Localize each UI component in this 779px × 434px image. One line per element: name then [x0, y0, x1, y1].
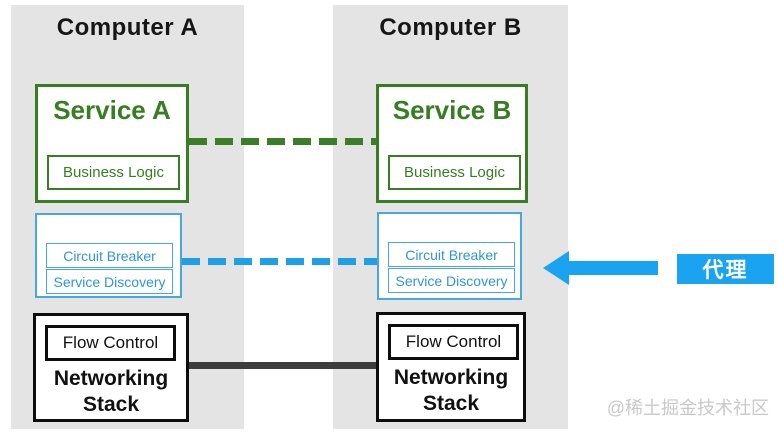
- proxy-label: 代理: [677, 254, 774, 284]
- proxy-arrow: [566, 261, 658, 275]
- networking-stack-b-box: Flow Control Networking Stack: [376, 312, 526, 422]
- service-dashed-connector: [189, 138, 376, 145]
- computer-b-title: Computer B: [379, 14, 522, 41]
- networking-stack-a-title: Networking Stack: [53, 367, 169, 416]
- service-discovery-box-b: Service Discovery: [388, 268, 515, 293]
- service-a-box: Service A Business Logic: [35, 84, 189, 203]
- network-solid-connector: [189, 362, 376, 369]
- sidecar-b-box: Circuit Breaker Service Discovery: [377, 212, 522, 300]
- circuit-breaker-box-a: Circuit Breaker: [46, 243, 173, 268]
- service-b-title: Service B: [392, 95, 512, 125]
- computer-a-title: Computer A: [56, 14, 199, 41]
- circuit-breaker-box-b: Circuit Breaker: [388, 242, 515, 267]
- business-logic-box-b: Business Logic: [388, 155, 521, 190]
- service-discovery-box-a: Service Discovery: [46, 269, 173, 294]
- business-logic-box-a: Business Logic: [47, 155, 180, 190]
- service-a-title: Service A: [53, 95, 171, 125]
- networking-stack-b-title: Networking Stack: [393, 366, 509, 415]
- flow-control-box-a: Flow Control: [45, 325, 176, 361]
- proxy-arrow-head-icon: [543, 251, 569, 285]
- networking-stack-a-box: Flow Control Networking Stack: [33, 313, 189, 422]
- flow-control-box-b: Flow Control: [388, 324, 519, 360]
- watermark: @稀土掘金技术社区: [606, 398, 769, 418]
- sidecar-dashed-connector: [182, 258, 377, 265]
- sidecar-a-box: Circuit Breaker Service Discovery: [35, 213, 182, 298]
- service-b-box: Service B Business Logic: [376, 84, 528, 203]
